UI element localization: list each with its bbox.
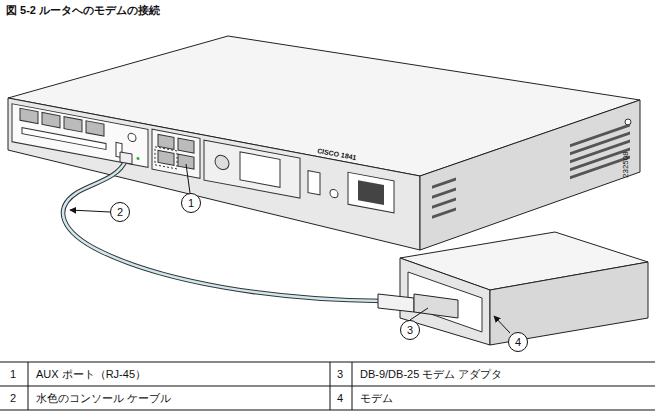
module-face — [240, 152, 280, 188]
cable-outline — [63, 160, 382, 301]
router-side — [420, 100, 640, 250]
leader-arrow — [494, 316, 510, 333]
callout-number: 4 — [508, 332, 528, 352]
callout-circle — [509, 333, 528, 352]
leader-arrow — [70, 210, 110, 212]
modem-front — [400, 258, 490, 345]
table-rule — [0, 386, 655, 387]
table-cell: 1 — [10, 368, 16, 380]
callout-number: 1 — [181, 193, 201, 213]
callout-number: 4 — [515, 337, 521, 348]
table-rule — [0, 362, 655, 363]
adapter-shell — [414, 294, 458, 318]
callout-number: 2 — [117, 207, 123, 218]
aux-port — [158, 150, 174, 165]
callout-number: 3 — [407, 325, 413, 336]
figure-title: 図 5-2 ルータへのモデムの接続 — [6, 3, 160, 18]
table-cell: 2 — [10, 392, 16, 404]
callout-number: 1 — [188, 198, 194, 209]
vent — [432, 198, 456, 209]
table-cell: 4 — [337, 392, 343, 404]
table-cell: AUX ポート（RJ-45） — [36, 368, 146, 380]
socket-inlet — [358, 180, 384, 205]
port — [42, 112, 60, 127]
callout-circle — [111, 203, 130, 222]
card-slot — [22, 128, 106, 150]
leader-line — [410, 308, 428, 320]
callout-text-wrap: 1 — [181, 193, 201, 213]
connector — [215, 154, 229, 171]
console-cable — [63, 160, 382, 301]
modem-opening — [408, 272, 482, 332]
wic-module — [204, 140, 300, 198]
table-cell: DB-9/DB-25 モデム アダプタ — [360, 368, 502, 380]
figure-id: 232508 — [622, 151, 631, 178]
callout-circle — [401, 321, 420, 340]
ground-screw — [330, 189, 338, 199]
callout-text-wrap: 3 — [400, 320, 420, 340]
table-rule — [0, 410, 655, 411]
port — [86, 121, 104, 136]
power-socket — [348, 172, 394, 213]
callout-number: 2 — [110, 202, 130, 222]
callout-text-wrap: 4 — [508, 332, 528, 352]
led — [137, 157, 140, 161]
callout-circle — [182, 194, 201, 213]
adapter-body — [378, 294, 414, 312]
port-panel — [152, 129, 200, 178]
port — [20, 108, 38, 123]
wic-slot — [12, 104, 148, 168]
console-port — [158, 134, 174, 149]
table-rule — [330, 362, 331, 410]
vents — [432, 118, 630, 227]
table-rule — [28, 362, 29, 410]
table-cell: 3 — [337, 368, 343, 380]
vent — [432, 178, 456, 189]
callout-text-wrap: 2 — [110, 202, 130, 222]
table-cell: 水色のコンソール ケーブル — [36, 392, 171, 404]
power-switch — [308, 171, 320, 195]
vent — [570, 156, 630, 180]
screw — [625, 119, 631, 125]
ethernet-port — [178, 138, 194, 153]
highlight-box — [155, 147, 177, 169]
modem-side — [490, 262, 648, 345]
table-rule — [352, 362, 353, 410]
vent — [432, 208, 456, 219]
port — [64, 117, 82, 132]
vent — [432, 188, 456, 199]
button — [128, 133, 136, 143]
table-cell: モデム — [360, 392, 393, 404]
callout-number: 3 — [400, 320, 420, 340]
leader-line — [186, 164, 190, 193]
rj45-plug — [120, 152, 132, 164]
